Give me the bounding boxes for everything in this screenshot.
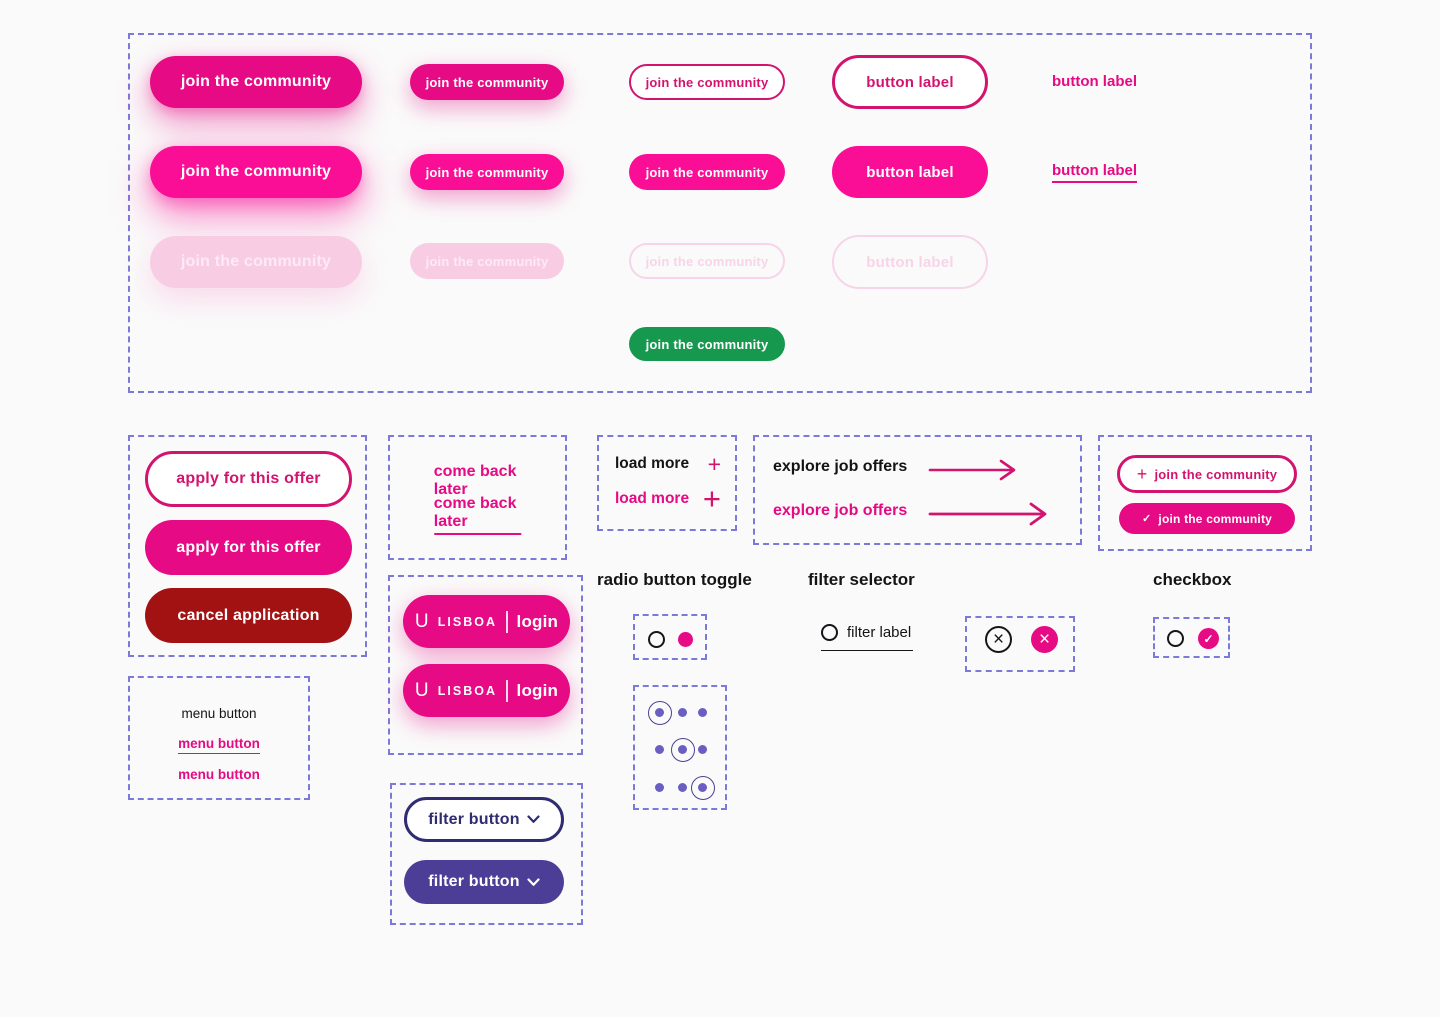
filter-label-text: filter label <box>847 624 912 641</box>
arrow-right-icon-long <box>928 502 1047 526</box>
button-label-text-link[interactable]: button label <box>1052 73 1137 90</box>
menu-button-panel: menu button menu button menu button <box>128 676 310 800</box>
button-label-outline[interactable]: button label <box>832 55 988 109</box>
close-icon: × <box>992 629 1005 650</box>
lisboa-brand-label: LISBOA <box>437 614 498 629</box>
radio-ring-selected[interactable] <box>648 701 672 725</box>
radio-dot[interactable] <box>678 745 687 754</box>
plus-icon: + <box>707 451 721 477</box>
explore-job-offers-link-hover[interactable]: explore job offers <box>773 502 908 519</box>
clear-filter-button-outline[interactable]: × <box>985 626 1012 653</box>
check-icon: ✓ <box>1203 631 1214 646</box>
join-community-button-large[interactable]: join the community <box>150 56 362 108</box>
load-more-label: load more <box>615 455 690 473</box>
button-label-filled-hover[interactable]: button label <box>832 146 988 198</box>
filter-button-filled[interactable]: filter button <box>404 860 564 904</box>
check-icon: ✓ <box>1141 513 1152 525</box>
join-community-button-outline-disabled: join the community <box>629 243 785 279</box>
plus-icon-large: + <box>702 481 721 516</box>
join-community-small-filled-label: join the community <box>1158 511 1273 526</box>
apply-offer-button-filled[interactable]: apply for this offer <box>145 520 352 575</box>
close-icon: × <box>1038 629 1051 650</box>
radio-grid-box <box>633 685 727 810</box>
explore-job-offers-link[interactable]: explore job offers <box>773 458 908 475</box>
radio-toggle-box <box>633 614 707 660</box>
lisboa-brand-label: LISBOA <box>437 683 498 698</box>
apply-offer-button-outline[interactable]: apply for this offer <box>145 451 352 507</box>
filter-button-panel: filter button filter button <box>390 783 583 925</box>
filter-clear-box: × × <box>965 616 1075 672</box>
load-more-button-hover[interactable]: load more + <box>615 481 721 516</box>
menu-button-active[interactable]: menu button <box>178 767 260 782</box>
load-more-label-hover: load more <box>615 490 690 508</box>
clear-filter-button-filled[interactable]: × <box>1031 626 1058 653</box>
radio-dot[interactable] <box>698 708 707 717</box>
filter-selector-section-title: filter selector <box>808 570 915 589</box>
plus-icon: + <box>1136 463 1148 484</box>
come-back-later-panel: come back later come back later <box>388 435 567 560</box>
radio-dot[interactable] <box>698 745 707 754</box>
join-community-button-small-disabled: join the community <box>410 243 564 279</box>
cancel-application-button[interactable]: cancel application <box>145 588 352 643</box>
divider <box>506 610 508 633</box>
come-back-later-link[interactable]: come back later <box>433 463 517 498</box>
checkbox-unchecked[interactable] <box>1167 630 1184 647</box>
lisboa-login-button[interactable]: U LISBOA login <box>403 595 570 648</box>
join-community-button-large-hover[interactable]: join the community <box>150 146 362 198</box>
join-community-button-outline[interactable]: join the community <box>629 64 785 100</box>
load-more-button[interactable]: load more + <box>615 451 721 477</box>
checkbox-section-title: checkbox <box>1153 570 1232 589</box>
filter-label-chip[interactable]: filter label <box>821 624 914 651</box>
radio-dot[interactable] <box>678 783 687 792</box>
lisboa-login-panel: U LISBOA login U LISBOA login <box>388 575 583 755</box>
radio-dot[interactable] <box>655 708 664 717</box>
join-community-button-large-disabled: join the community <box>150 236 362 288</box>
lisboa-u-logo-icon: U <box>414 680 429 701</box>
chevron-down-icon <box>527 815 540 823</box>
chevron-down-icon <box>527 877 540 886</box>
filter-button-outline[interactable]: filter button <box>404 797 564 842</box>
apply-buttons-panel: apply for this offer apply for this offe… <box>128 435 367 657</box>
join-community-small-outline-label: join the community <box>1154 466 1278 482</box>
explore-job-offers-panel: explore job offers explore job offers <box>753 435 1082 545</box>
join-community-small-filled-button[interactable]: ✓ join the community <box>1119 503 1295 534</box>
filter-button-filled-label: filter button <box>428 873 520 890</box>
join-community-small-outline-button[interactable]: + join the community <box>1117 455 1297 493</box>
radio-dot[interactable] <box>698 783 707 792</box>
radio-unselected[interactable] <box>648 631 665 648</box>
radio-dot[interactable] <box>655 783 664 792</box>
join-small-buttons-panel: + join the community ✓ join the communit… <box>1098 435 1312 551</box>
button-label-text-link-underlined[interactable]: button label <box>1052 162 1137 183</box>
radio-toggle-section-title: radio button toggle <box>597 570 752 589</box>
lisboa-login-button-hover[interactable]: U LISBOA login <box>403 664 570 717</box>
lisboa-u-logo-icon: U <box>414 611 429 632</box>
radio-dot[interactable] <box>655 745 664 754</box>
radio-dot[interactable] <box>678 708 687 717</box>
button-states-panel: join the community join the community jo… <box>128 33 1312 393</box>
radio-ring-selected[interactable] <box>671 738 695 762</box>
load-more-panel: load more + load more + <box>597 435 737 531</box>
filter-radio-circle-icon <box>821 624 838 641</box>
join-community-button-filled-hover[interactable]: join the community <box>629 154 785 190</box>
checkbox-box: ✓ <box>1153 617 1230 658</box>
come-back-later-link-underlined[interactable]: come back later <box>433 495 522 535</box>
menu-button-hover-label: menu button <box>178 736 260 754</box>
divider <box>506 679 508 702</box>
button-label-outline-disabled: button label <box>832 235 988 289</box>
arrow-right-icon <box>928 459 1016 481</box>
checkbox-checked[interactable]: ✓ <box>1198 628 1219 649</box>
login-label: login <box>516 680 559 700</box>
menu-button-hover[interactable]: menu button <box>130 736 308 754</box>
join-community-button-small-hover[interactable]: join the community <box>410 154 564 190</box>
join-community-button-small[interactable]: join the community <box>410 64 564 100</box>
radio-ring-selected[interactable] <box>691 776 715 800</box>
filter-button-outline-label: filter button <box>428 810 520 828</box>
menu-button-default[interactable]: menu button <box>181 706 257 721</box>
join-community-button-success[interactable]: join the community <box>629 327 785 361</box>
login-label: login <box>516 611 559 631</box>
radio-selected[interactable] <box>678 632 693 647</box>
